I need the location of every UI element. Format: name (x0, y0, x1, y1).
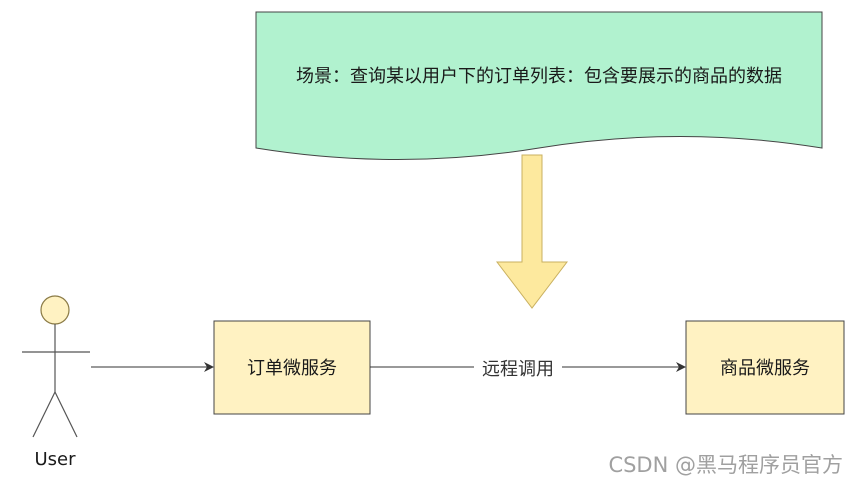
user-actor: User (22, 295, 90, 470)
order-service-node: 订单微服务 (213, 320, 371, 415)
csdn-watermark: CSDN @黑马程序员官方 (608, 453, 843, 477)
down-arrow-icon (495, 154, 569, 309)
actor-label: User (34, 449, 76, 470)
product-service-node: 商品微服务 (685, 320, 845, 415)
remote-call-label: 远程调用 (482, 359, 554, 380)
actor-right-leg (54, 391, 78, 438)
order-service-label: 订单微服务 (247, 358, 337, 379)
scenario-note-shape (255, 11, 823, 160)
scenario-note-text: 场景：查询某以用户下的订单列表：包含要展示的商品的数据 (296, 66, 782, 87)
actor-head (40, 295, 70, 325)
actor-left-leg (32, 391, 56, 438)
scenario-note: 场景：查询某以用户下的订单列表：包含要展示的商品的数据 (255, 11, 823, 160)
remote-call-label-bg (474, 356, 562, 380)
product-service-label: 商品微服务 (720, 358, 810, 379)
product-service-box (685, 320, 845, 415)
order-service-box (213, 320, 371, 415)
